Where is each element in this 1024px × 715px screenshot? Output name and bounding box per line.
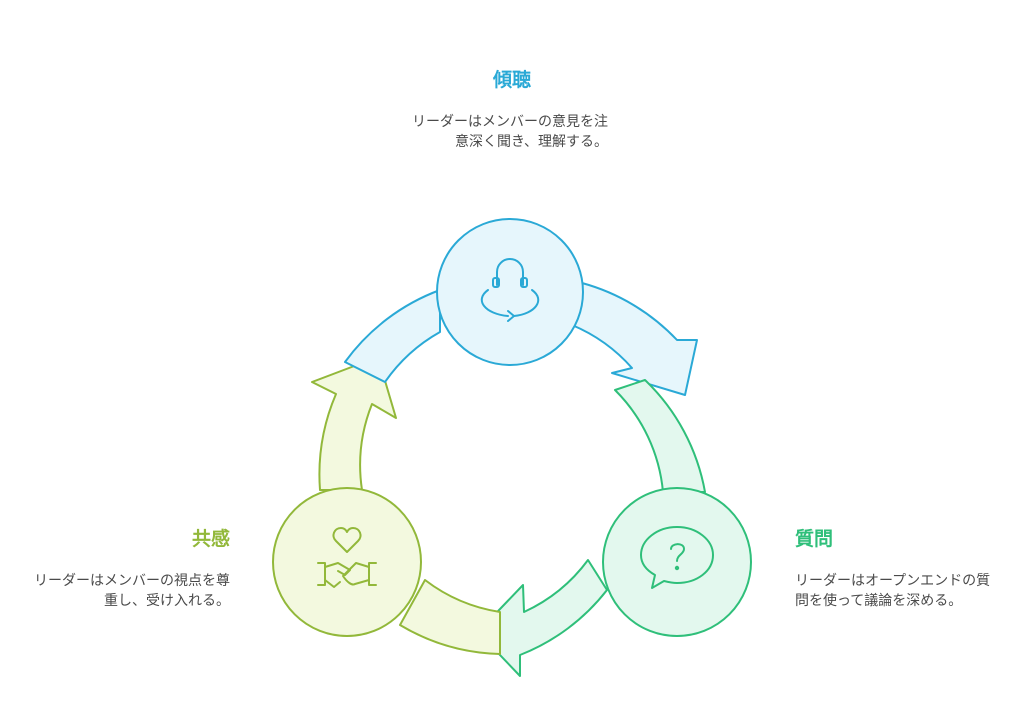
listening-node <box>436 218 584 366</box>
arrow-empathy-to-listening-head <box>311 356 397 491</box>
empathy-title: 共感 <box>191 528 230 550</box>
question-bubble-icon <box>640 526 714 589</box>
empathy-node <box>272 487 422 637</box>
listening-description: リーダーはメンバーの意見を注意深く聞き、理解する。 <box>412 114 608 150</box>
questioning-title: 質問 <box>795 528 834 550</box>
arrow-listening-to-questioning <box>571 282 698 396</box>
headphones-cycle-icon <box>480 258 540 322</box>
arrow-empathy-to-listening <box>399 579 501 655</box>
arrow-empathy-to-listening-tail <box>344 289 441 383</box>
heart-handshake-icon <box>317 527 377 588</box>
questioning-description: リーダーはオープンエンドの質問を使って議論を深める。 <box>795 573 991 609</box>
empathy-description: リーダーはメンバーの視点を尊重し、受け入れる。 <box>34 573 230 609</box>
listening-title: 傾聴 <box>492 69 531 91</box>
arrow-questioning-to-empathy <box>614 379 706 493</box>
